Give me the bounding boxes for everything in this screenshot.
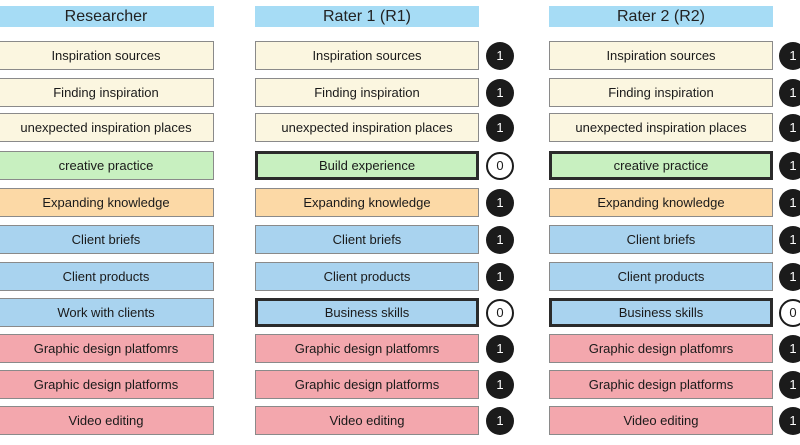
rater2-code-box: creative practice (549, 151, 773, 180)
rater2-score-badge: 1 (779, 406, 800, 435)
rater1-code-box: Business skills (255, 298, 479, 327)
rater2-code-box: Client products (549, 262, 773, 291)
researcher-code-box: unexpected inspiration places (0, 113, 214, 142)
rater1-code-box: Client products (255, 262, 479, 291)
researcher-code-box: Finding inspiration (0, 78, 214, 107)
rater1-code-box: Client briefs (255, 225, 479, 254)
rater1-code-box: Video editing (255, 406, 479, 435)
rater1-code-box: Expanding knowledge (255, 188, 479, 217)
rater2-score-badge: 1 (779, 262, 800, 291)
researcher-code-box: Graphic design platfomrs (0, 334, 214, 363)
rater2-code-box: Finding inspiration (549, 78, 773, 107)
rater1-code-box: Graphic design platforms (255, 370, 479, 399)
researcher-code-box: Inspiration sources (0, 41, 214, 70)
rater2-score-badge: 1 (779, 188, 800, 217)
rater1-code-box: Graphic design platfomrs (255, 334, 479, 363)
rater2-code-box: Expanding knowledge (549, 188, 773, 217)
rater1-score-badge: 1 (486, 113, 514, 142)
researcher-code-box: Client briefs (0, 225, 214, 254)
rater2-score-badge: 1 (779, 370, 800, 399)
researcher-code-box: Graphic design platforms (0, 370, 214, 399)
rater2-score-badge: 1 (779, 41, 800, 70)
rater2-code-box: Graphic design platforms (549, 370, 773, 399)
rater1-score-badge: 1 (486, 41, 514, 70)
researcher-code-box: Video editing (0, 406, 214, 435)
researcher-code-box: Work with clients (0, 298, 214, 327)
researcher-header: Researcher (0, 6, 214, 27)
rater2-header: Rater 2 (R2) (549, 6, 773, 27)
rater1-score-badge: 0 (486, 298, 514, 327)
rater1-code-box: Finding inspiration (255, 78, 479, 107)
rater1-score-badge: 1 (486, 406, 514, 435)
rater1-score-badge: 1 (486, 225, 514, 254)
rater1-score-badge: 1 (486, 78, 514, 107)
rater2-score-badge: 0 (779, 298, 800, 327)
rater2-code-box: Graphic design platfomrs (549, 334, 773, 363)
researcher-code-box: Client products (0, 262, 214, 291)
rater2-score-badge: 1 (779, 334, 800, 363)
rater1-score-badge: 1 (486, 188, 514, 217)
researcher-code-box: creative practice (0, 151, 214, 180)
researcher-code-box: Expanding knowledge (0, 188, 214, 217)
rater1-score-badge: 1 (486, 334, 514, 363)
rater1-code-box: Build experience (255, 151, 479, 180)
rater1-score-badge: 1 (486, 370, 514, 399)
rater2-code-box: Business skills (549, 298, 773, 327)
rater2-code-box: Inspiration sources (549, 41, 773, 70)
rater2-score-badge: 1 (779, 113, 800, 142)
rater1-score-badge: 1 (486, 262, 514, 291)
rater1-code-box: Inspiration sources (255, 41, 479, 70)
rater2-code-box: Client briefs (549, 225, 773, 254)
rater2-score-badge: 1 (779, 78, 800, 107)
rater1-score-badge: 0 (486, 151, 514, 180)
rater2-code-box: unexpected inspiration places (549, 113, 773, 142)
rater2-code-box: Video editing (549, 406, 773, 435)
rater1-code-box: unexpected inspiration places (255, 113, 479, 142)
rater2-score-badge: 1 (779, 151, 800, 180)
rater2-score-badge: 1 (779, 225, 800, 254)
rater1-header: Rater 1 (R1) (255, 6, 479, 27)
